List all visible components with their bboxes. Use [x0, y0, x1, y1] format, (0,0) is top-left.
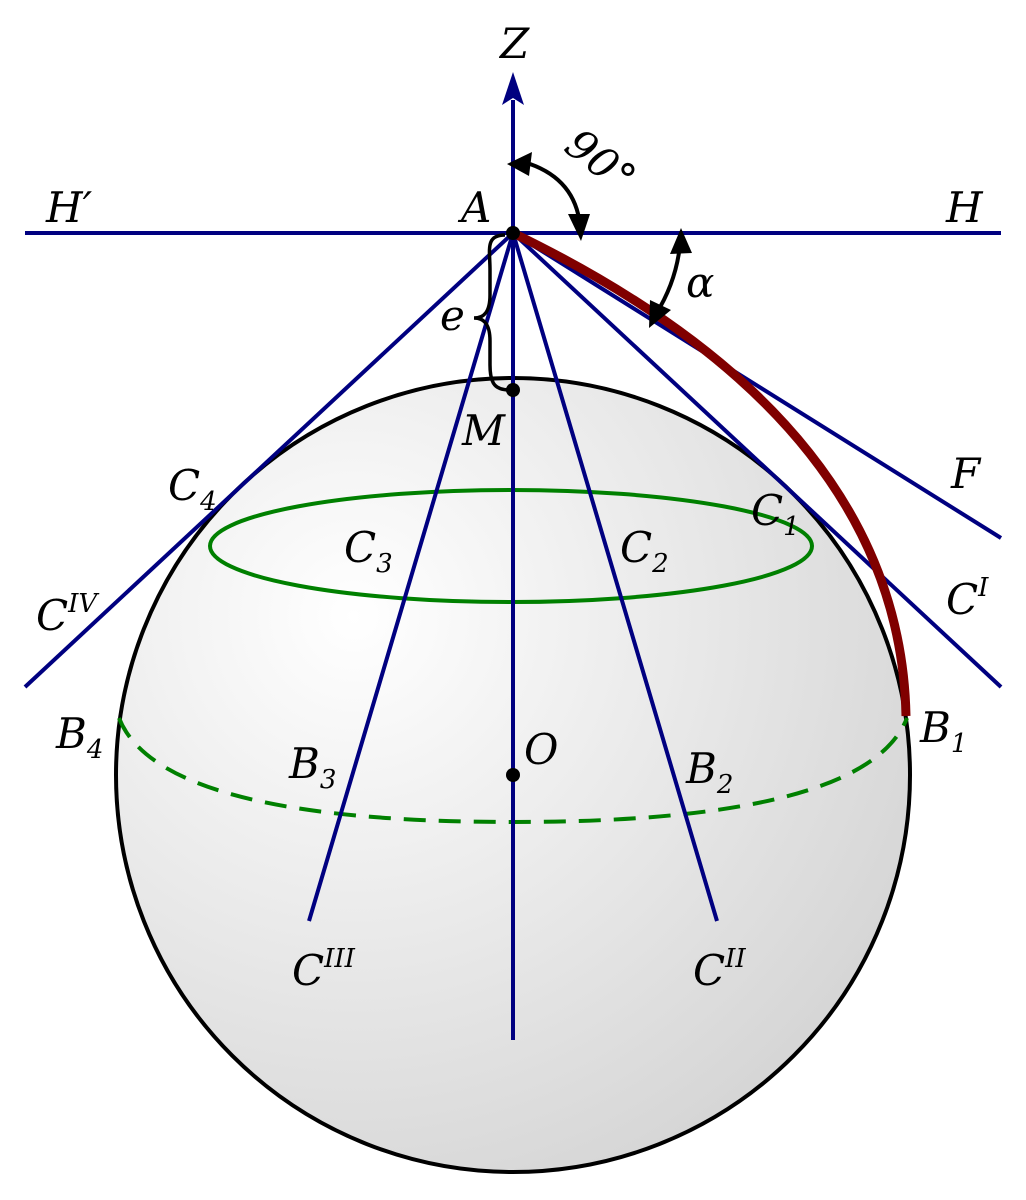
label-m: M — [461, 406, 506, 455]
line-a-f — [511, 231, 1003, 540]
line-a-ci — [511, 231, 1003, 689]
label-cii: CII — [693, 944, 746, 995]
label-civ: CIV — [36, 589, 99, 640]
label-c1: C1 — [751, 486, 800, 542]
label-ciii: CIII — [292, 944, 356, 995]
label-b1: B1 — [919, 703, 967, 759]
label-a: A — [457, 183, 491, 232]
label-c4: C4 — [168, 461, 217, 517]
arrowhead-icon — [507, 152, 532, 176]
arrowhead-icon — [568, 214, 590, 241]
curly-brace-icon — [473, 233, 511, 392]
angle-alpha-arc — [654, 244, 682, 316]
axis-arrowhead-icon — [502, 72, 524, 105]
label-o: O — [524, 725, 558, 774]
line-a-ciii — [307, 232, 515, 922]
label-c3: C3 — [344, 523, 393, 579]
label-ci: CI — [946, 573, 989, 624]
label-h-prime: H′ — [45, 183, 93, 232]
line-a-cii — [511, 232, 719, 922]
point-a-marker-icon — [506, 226, 520, 240]
label-c2: C2 — [620, 523, 669, 579]
label-f: F — [950, 449, 982, 498]
label-alpha: α — [686, 258, 714, 307]
point-m-marker-icon — [506, 383, 520, 397]
arrowhead-icon — [670, 228, 692, 254]
label-b4: B4 — [55, 709, 103, 765]
line-a-civ — [23, 231, 515, 689]
arrowhead-icon — [649, 300, 671, 328]
label-e: e — [440, 291, 465, 340]
trajectory-curve — [511, 228, 911, 717]
label-z: Z — [498, 19, 530, 68]
label-b3: B3 — [288, 739, 336, 795]
label-b2: B2 — [685, 744, 733, 800]
label-h: H — [945, 183, 984, 232]
point-o-marker-icon — [506, 768, 520, 782]
